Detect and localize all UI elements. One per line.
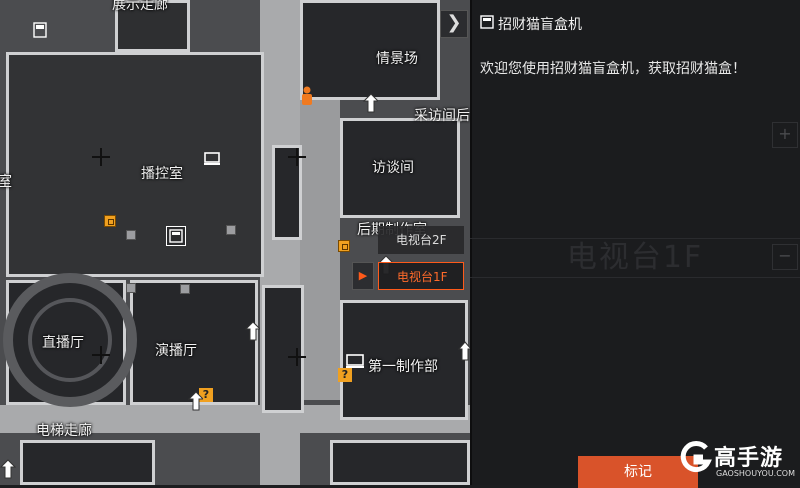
label-exhibition-corridor: 展示走廊	[112, 0, 168, 13]
computer-icon[interactable]	[346, 354, 364, 369]
room-top	[115, 0, 190, 52]
quest-marker-icon[interactable]: ?	[338, 368, 352, 382]
label-performance-hall: 演播厅	[155, 343, 197, 359]
floor-watermark-text: 电视台1F	[470, 238, 800, 278]
door-arrow-icon[interactable]	[187, 390, 203, 412]
label-room-left: 室	[0, 174, 12, 190]
map-marker-orange[interactable]	[104, 215, 116, 227]
vending-machine-icon[interactable]	[166, 226, 186, 246]
door-arrow-icon[interactable]	[244, 320, 260, 342]
watermark-url: GAOSHOUYOU.COM	[716, 469, 796, 478]
label-control-room: 播控室	[141, 166, 183, 182]
label-interview-room: 访谈间	[372, 160, 414, 176]
floor-button-1f[interactable]: 电视台1F	[378, 262, 464, 290]
label-production-dept: 第一制作部	[368, 359, 438, 375]
crosshair-marker	[92, 148, 110, 166]
room-interview	[340, 118, 460, 218]
mark-button[interactable]: 标记	[578, 456, 698, 488]
map-node	[180, 284, 190, 294]
crosshair-marker	[288, 148, 306, 166]
zoom-out-button[interactable]: −	[772, 244, 798, 270]
watermark-name: 高手游	[714, 446, 784, 471]
door-arrow-icon[interactable]	[362, 92, 378, 114]
vending-machine-icon[interactable]	[33, 22, 47, 38]
player-icon[interactable]	[300, 86, 314, 106]
room-bottom	[330, 440, 470, 485]
panel-message: 欢迎您使用招财猫盲盒机，获取招财猫盒！	[480, 61, 746, 77]
map-node	[226, 225, 236, 235]
play-arrow-icon: ▶	[352, 262, 374, 290]
map-node	[126, 283, 136, 293]
room-scene	[300, 0, 440, 100]
label-interview-stage: 采访间后台	[414, 108, 470, 124]
site-watermark: 高手游 GAOSHOUYOU.COM	[678, 440, 800, 485]
zoom-in-button[interactable]: +	[772, 122, 798, 148]
map-node	[126, 230, 136, 240]
label-live-hall: 直播厅	[42, 335, 84, 351]
vending-machine-icon	[480, 15, 494, 29]
door-arrow-icon[interactable]	[0, 458, 16, 480]
corridor-inner	[300, 100, 340, 400]
label-scene: 情景场	[376, 51, 418, 67]
room-control-block	[6, 52, 264, 277]
floor-circle-decoration	[3, 273, 137, 407]
label-elevator-corridor: 电梯走廊	[36, 423, 92, 439]
floor-button-2f[interactable]: 电视台2F	[378, 226, 464, 254]
crosshair-marker	[92, 346, 110, 364]
site-logo-icon	[680, 441, 712, 473]
door-arrow-icon[interactable]	[458, 340, 470, 362]
computer-icon[interactable]	[204, 152, 220, 166]
room-production	[340, 300, 468, 420]
info-panel	[470, 0, 800, 485]
collapse-panel-button[interactable]: ❯	[440, 10, 468, 38]
room-bottom-left	[20, 440, 155, 485]
panel-title: 招财猫盲盒机	[498, 17, 582, 33]
map-marker-orange[interactable]	[338, 240, 350, 252]
crosshair-marker	[288, 348, 306, 366]
room-performance-hall	[130, 280, 258, 405]
